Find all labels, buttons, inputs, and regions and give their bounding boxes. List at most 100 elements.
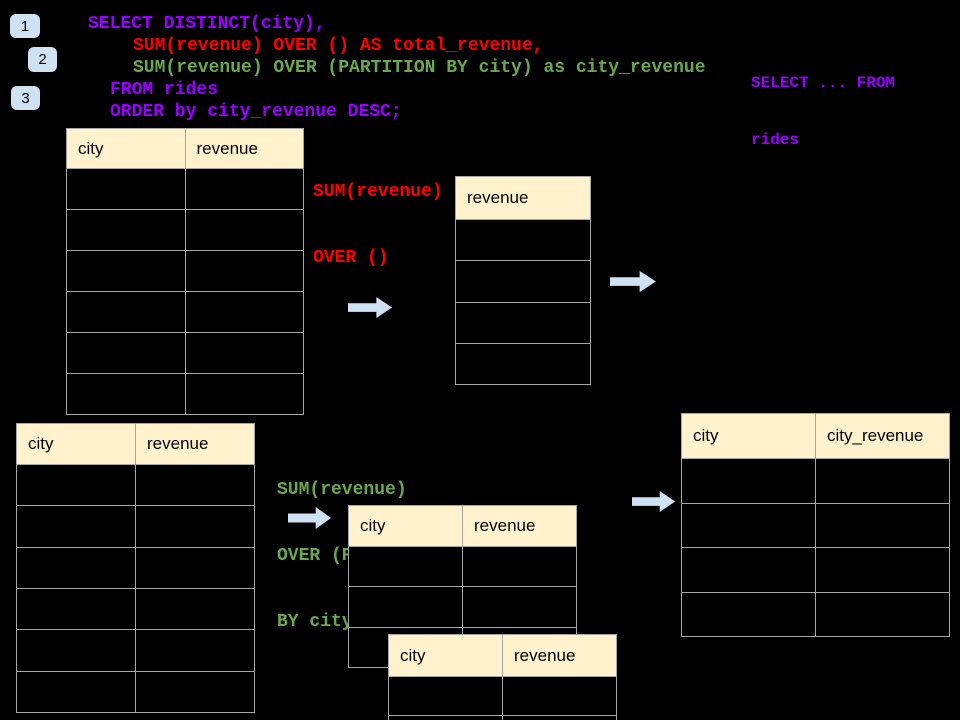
column-header-revenue: revenue xyxy=(184,129,304,168)
column-header-city: city xyxy=(360,516,386,535)
arrow-right-icon xyxy=(288,507,332,529)
table-row xyxy=(682,502,949,548)
table-cell xyxy=(462,587,576,627)
arrow-right-icon xyxy=(348,296,393,319)
table-row xyxy=(17,464,254,506)
column-header-revenue: revenue xyxy=(502,635,616,676)
step-badge-3: 3 xyxy=(11,86,40,110)
table-cell xyxy=(17,672,135,712)
step-badge-1: 1 xyxy=(10,14,40,38)
table-cell xyxy=(67,292,185,332)
annotation-line: SUM(revenue) xyxy=(313,182,443,202)
table-cell xyxy=(456,220,590,260)
table-row xyxy=(17,670,254,712)
arrow-right-icon xyxy=(632,490,676,513)
table-cell xyxy=(67,169,185,209)
table-cell xyxy=(389,716,502,720)
table-cell xyxy=(184,374,304,414)
table-cell xyxy=(184,210,304,250)
column-header-revenue: revenue xyxy=(135,424,254,464)
table-cell xyxy=(456,261,590,301)
table-cell xyxy=(462,547,576,587)
table-cell xyxy=(67,251,185,291)
table-row xyxy=(456,342,590,384)
table-cell xyxy=(502,677,616,715)
table-cell xyxy=(184,169,304,209)
table-total-result: revenue xyxy=(455,176,591,385)
table-cell xyxy=(67,333,185,373)
table-cell xyxy=(17,589,135,629)
annotation-line: SUM(revenue) xyxy=(277,480,407,500)
table-source-bottom: city revenue xyxy=(16,423,255,713)
table-row xyxy=(67,168,303,209)
annotation-total-revenue: SUM(revenue) OVER () xyxy=(313,137,443,313)
table-header-row: revenue xyxy=(456,177,590,219)
table-cell xyxy=(682,548,815,592)
sql-line-sum-partition: SUM(revenue) OVER (PARTITION BY city) as… xyxy=(133,58,706,78)
table-cell xyxy=(67,374,185,414)
column-header-city: city xyxy=(400,645,426,665)
column-header-city: city xyxy=(693,426,719,445)
table-cell xyxy=(502,716,616,720)
table-header-row: city revenue xyxy=(67,129,303,168)
arrow-shape xyxy=(632,490,676,513)
table-row xyxy=(682,591,949,637)
table-row xyxy=(67,291,303,332)
table-row xyxy=(389,676,616,715)
table-body xyxy=(389,676,616,720)
table-row xyxy=(456,219,590,260)
column-header-city: city xyxy=(78,138,104,158)
table-cell xyxy=(815,548,949,592)
table-cell xyxy=(815,592,949,636)
table-cell xyxy=(456,303,590,343)
table-header-row: city revenue xyxy=(349,506,576,546)
table-cell xyxy=(815,459,949,503)
sql-line-order: ORDER by city_revenue DESC; xyxy=(110,102,402,122)
column-header-city: city xyxy=(28,434,54,453)
table-header-row: city revenue xyxy=(389,635,616,676)
sql-line-sum-over: SUM(revenue) OVER () AS total_revenue, xyxy=(133,36,544,56)
sql-line-select: SELECT DISTINCT(city), xyxy=(88,14,326,34)
table-row xyxy=(17,505,254,547)
table-body xyxy=(456,219,590,384)
arrow-right-icon xyxy=(610,270,656,293)
table-header-row: city city_revenue xyxy=(682,414,949,458)
sql-code-block: SELECT DISTINCT(city), SUM(revenue) OVER… xyxy=(88,13,706,123)
table-cell xyxy=(456,344,590,384)
table-cell xyxy=(135,630,254,671)
table-cell xyxy=(682,593,815,637)
table-row xyxy=(389,715,616,720)
table-city-revenue-result: city city_revenue xyxy=(681,413,950,637)
table-body xyxy=(682,458,949,636)
table-cell xyxy=(184,292,304,332)
column-header-revenue: revenue xyxy=(467,188,529,207)
table-partition-input-overlay: city revenue xyxy=(388,634,617,720)
table-row xyxy=(67,332,303,373)
column-header-revenue: revenue xyxy=(462,506,576,546)
table-row xyxy=(456,260,590,301)
arrow-shape xyxy=(348,296,393,319)
table-row xyxy=(349,586,576,627)
table-cell xyxy=(135,506,254,547)
table-cell xyxy=(17,548,135,588)
table-row xyxy=(17,546,254,588)
table-cell xyxy=(682,504,815,548)
table-cell xyxy=(17,465,135,505)
table-cell xyxy=(135,588,254,630)
table-cell xyxy=(682,459,815,503)
side-note-line: SELECT ... FROM xyxy=(751,74,896,92)
table-row xyxy=(17,629,254,671)
table-body xyxy=(67,168,303,414)
table-cell xyxy=(184,333,304,373)
step-badge-2: 2 xyxy=(28,47,57,72)
table-body xyxy=(17,464,254,712)
table-cell xyxy=(135,671,254,712)
arrow-shape xyxy=(610,270,656,293)
sql-line-from: FROM rides xyxy=(110,80,219,100)
table-cell xyxy=(17,630,135,670)
table-row xyxy=(17,587,254,630)
side-note-line: rides xyxy=(751,131,800,149)
table-row xyxy=(67,209,303,250)
table-cell xyxy=(17,506,135,546)
